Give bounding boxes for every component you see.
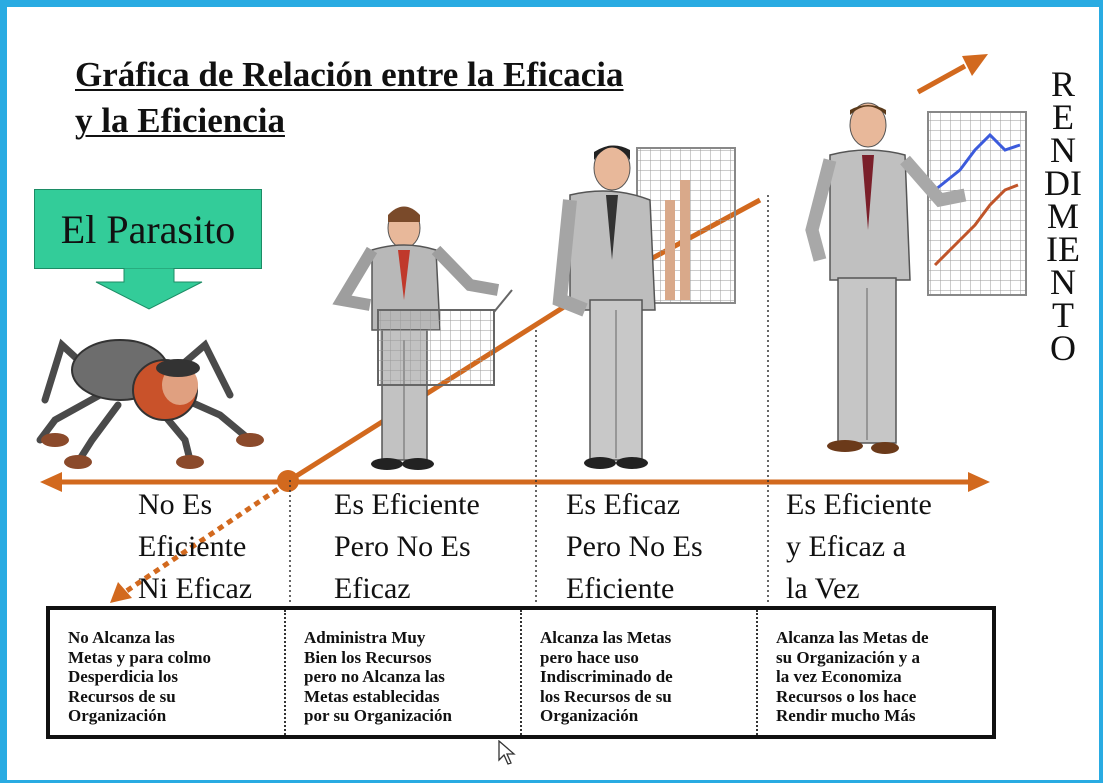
title-line-1: Gráfica de Relación entre la Eficacia xyxy=(75,55,624,94)
spider-parasite-illustration xyxy=(36,338,264,469)
negative-trend-arrow xyxy=(110,480,289,603)
level-label-1: No Es Eficiente Ni Eficaz xyxy=(138,488,253,605)
mouse-cursor-icon xyxy=(498,740,516,765)
parasite-label-box: El Parasito xyxy=(34,189,262,269)
level-label-4: Es Eficiente y Eficaz a la Vez xyxy=(786,488,932,605)
horizontal-axis-arrow xyxy=(40,472,990,492)
level-label-2: Es Eficiente Pero No Es Eficaz xyxy=(334,488,480,605)
businessman-one-illustration xyxy=(332,206,513,470)
businessman-three-illustration xyxy=(805,102,1027,454)
title-line-2: y la Eficiencia xyxy=(75,101,285,140)
description-cell-2: Administra Muy Bien los Recursos pero no… xyxy=(286,610,522,735)
diagram-title: Gráfica de Relación entre la Eficacia y … xyxy=(75,52,624,144)
description-cell-4: Alcanza las Metas de su Organización y a… xyxy=(776,628,929,725)
description-cell-3: Alcanza las Metas pero hace uso Indiscri… xyxy=(522,610,758,735)
descriptions-table: No Alcanza las Metas y para colmo Desper… xyxy=(46,606,996,739)
down-arrow-icon xyxy=(95,268,203,310)
businessman-two-illustration xyxy=(552,145,736,469)
origin-point xyxy=(277,470,299,492)
rendimiento-axis-label: RENDIMIENTO xyxy=(1044,64,1082,368)
level-label-3: Es Eficaz Pero No Es Eficiente xyxy=(566,488,703,605)
description-cell-1: No Alcanza las Metas y para colmo Desper… xyxy=(50,610,286,735)
stage-separators xyxy=(289,195,769,605)
